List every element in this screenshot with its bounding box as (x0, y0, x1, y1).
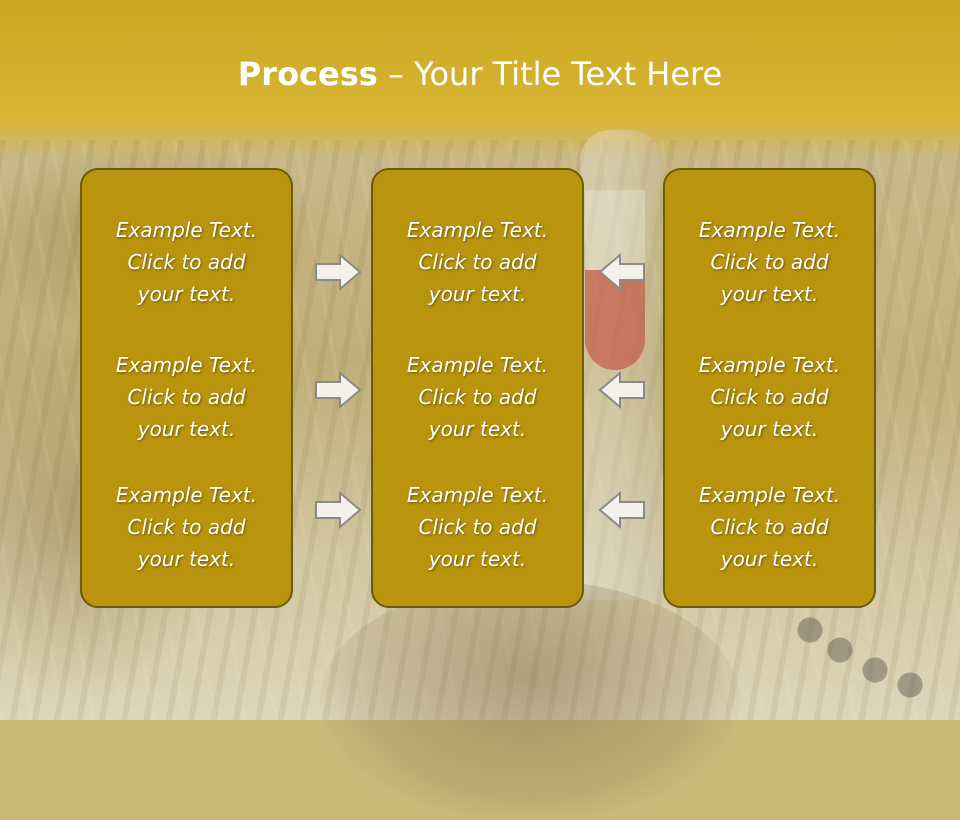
process-panel-left[interactable]: Example Text. Click to add your text. Ex… (80, 168, 293, 608)
panel-text-placeholder[interactable]: Example Text. Click to add your text. (115, 353, 258, 441)
arrow-left-icon (598, 370, 646, 410)
slide-title-bold: Process (237, 55, 378, 93)
panel-text-placeholder[interactable]: Example Text. Click to add your text. (406, 483, 549, 571)
panel-text-placeholder[interactable]: Example Text. Click to add your text. (406, 218, 549, 306)
process-panel-right[interactable]: Example Text. Click to add your text. Ex… (663, 168, 876, 608)
panel-text-placeholder[interactable]: Example Text. Click to add your text. (698, 218, 841, 306)
process-panel-center[interactable]: Example Text. Click to add your text. Ex… (371, 168, 584, 608)
arrow-right-icon (314, 490, 362, 530)
arrow-right-icon (314, 252, 362, 292)
arrow-right-icon (314, 370, 362, 410)
panel-text-placeholder[interactable]: Example Text. Click to add your text. (115, 483, 258, 571)
arrow-left-icon (598, 490, 646, 530)
panel-text-placeholder[interactable]: Example Text. Click to add your text. (115, 218, 258, 306)
slide-title[interactable]: Process – Your Title Text Here (0, 52, 960, 96)
panel-text-placeholder[interactable]: Example Text. Click to add your text. (698, 353, 841, 441)
panel-text-placeholder[interactable]: Example Text. Click to add your text. (406, 353, 549, 441)
background-barrel (320, 580, 740, 820)
slide-title-rest: – Your Title Text Here (377, 55, 723, 93)
background-grapes (780, 590, 950, 710)
panel-text-placeholder[interactable]: Example Text. Click to add your text. (698, 483, 841, 571)
arrow-left-icon (598, 252, 646, 292)
